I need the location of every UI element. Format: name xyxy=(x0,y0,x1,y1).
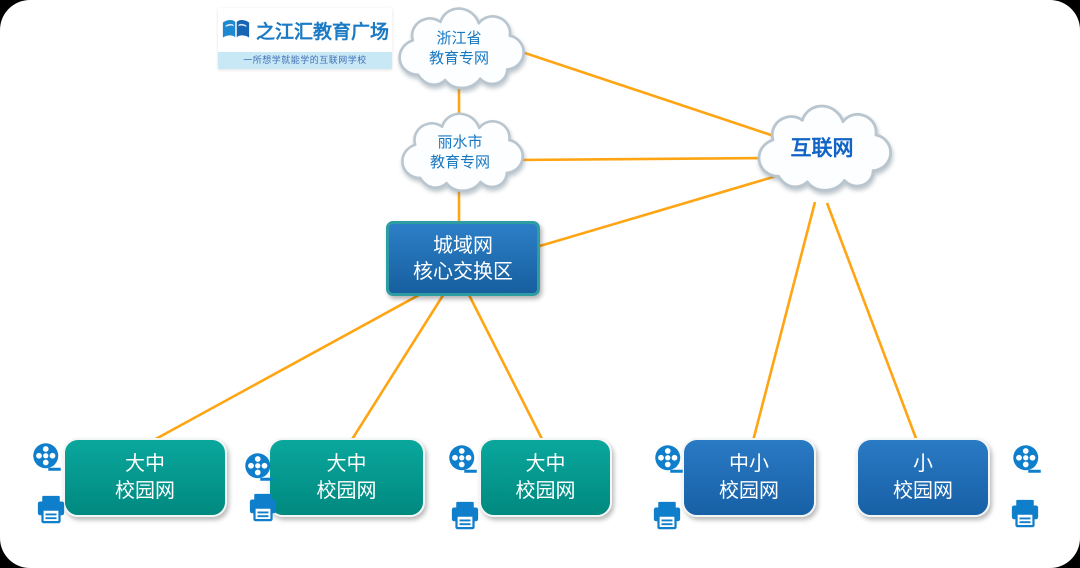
node-campus-network-5: 小 校园网 xyxy=(856,438,990,517)
node-label-line1: 浙江省 xyxy=(436,29,482,47)
film-reel-icon xyxy=(654,444,684,474)
node-label-line1: 大中 xyxy=(525,452,566,475)
link-internet-campus4 xyxy=(751,201,817,442)
node-label: 丽水市 教育专网 xyxy=(396,110,524,196)
node-label-line2: 校园网 xyxy=(115,479,175,502)
link-city-internet xyxy=(513,156,776,162)
node-label-line2: 校园网 xyxy=(316,479,377,502)
node-campus-network-3: 大中 校园网 xyxy=(479,438,612,517)
logo-title: 之江汇教育广场 xyxy=(255,21,389,43)
node-campus-network-4: 中小 校园网 xyxy=(682,438,816,517)
node-label-line2: 校园网 xyxy=(515,479,576,502)
node-label-line2: 教育专网 xyxy=(429,154,490,171)
node-city-edu-network: 丽水市 教育专网 xyxy=(396,110,524,196)
node-label: 浙江省 教育专网 xyxy=(393,6,525,92)
link-core-campus2 xyxy=(349,288,449,442)
node-internet: 互联网 xyxy=(752,90,892,208)
printer-icon xyxy=(248,492,278,522)
link-core-campus3 xyxy=(464,288,545,442)
node-campus-network-2: 大中 校园网 xyxy=(268,438,425,517)
node-label-line2: 校园网 xyxy=(893,479,953,502)
node-label-line2: 教育专网 xyxy=(428,50,489,67)
node-core-switch-zone: 城域网 核心交换区 xyxy=(386,221,540,296)
node-label-line1: 中小 xyxy=(729,452,769,475)
node-label-line1: 城域网 xyxy=(433,234,493,257)
logo-book-icon xyxy=(222,19,250,38)
node-provincial-edu-network: 浙江省 教育专网 xyxy=(393,6,525,92)
link-core-internet xyxy=(532,173,781,250)
node-label-line1: 小 xyxy=(913,452,933,475)
node-label-line2: 核心交换区 xyxy=(413,260,513,283)
node-label-line1: 大中 xyxy=(125,452,165,475)
node-campus-network-1: 大中 校园网 xyxy=(63,438,227,517)
node-label-line1: 大中 xyxy=(326,452,367,475)
logo-title-row: 之江汇教育广场 xyxy=(218,8,392,52)
node-label-line1: 丽水市 xyxy=(437,133,483,151)
link-core-campus1 xyxy=(151,287,431,443)
printer-icon xyxy=(450,500,480,530)
printer-icon xyxy=(1010,498,1040,528)
printer-icon xyxy=(36,494,66,524)
site-logo: 之江汇教育广场 一所想学就能学的互联网学校 xyxy=(218,8,392,69)
logo-subtitle: 一所想学就能学的互联网学校 xyxy=(218,52,392,69)
film-reel-icon xyxy=(244,452,274,482)
film-reel-icon xyxy=(448,444,478,474)
node-label: 互联网 xyxy=(752,90,892,208)
internet-label: 互联网 xyxy=(790,136,854,160)
link-internet-campus5 xyxy=(825,202,919,442)
printer-icon xyxy=(652,500,682,530)
film-reel-icon xyxy=(32,442,62,472)
node-label-line2: 校园网 xyxy=(719,479,779,502)
link-provincial-internet xyxy=(497,42,796,145)
film-reel-icon xyxy=(1012,444,1042,474)
